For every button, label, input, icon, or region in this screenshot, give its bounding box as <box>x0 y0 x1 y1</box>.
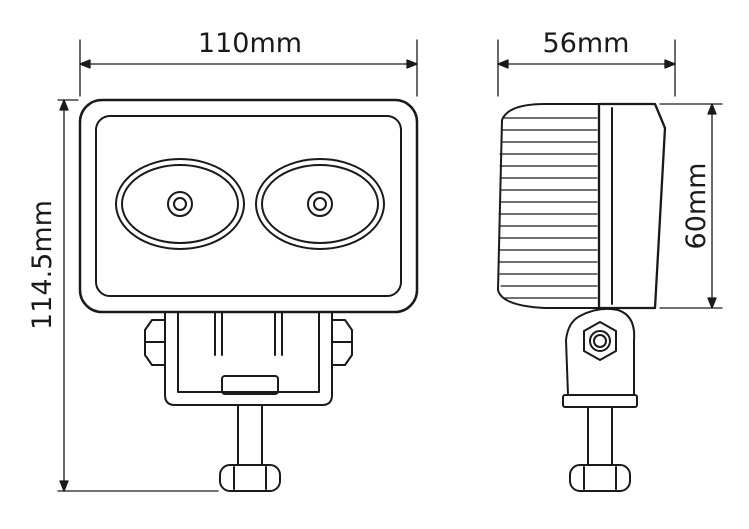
front-view <box>78 98 419 492</box>
side-view <box>497 102 667 492</box>
side-bezel <box>597 102 667 310</box>
front-width-dimension <box>79 39 418 97</box>
total-height-label: 114.5mm <box>27 200 58 330</box>
bracket-clamp <box>221 375 279 395</box>
housing-height-dimension <box>659 103 723 309</box>
led-optic-right <box>255 158 385 250</box>
swivel-nut <box>583 321 617 361</box>
bracket-nut-left <box>144 319 166 366</box>
bracket-nut-right <box>331 319 353 366</box>
led-optic-left <box>115 158 245 250</box>
side-depth-label: 56mm <box>543 28 630 59</box>
heatsink-fins <box>498 117 598 299</box>
side-heatsink <box>497 103 600 309</box>
side-bracket <box>562 307 638 408</box>
total-height-dimension <box>57 99 219 492</box>
side-mount-bolt <box>569 406 631 492</box>
front-width-label: 110mm <box>198 28 302 59</box>
front-mount-bolt <box>219 404 281 492</box>
front-lens-frame <box>95 115 402 297</box>
housing-height-label: 60mm <box>681 163 712 250</box>
front-housing-outer <box>78 98 419 314</box>
side-depth-dimension <box>497 39 676 97</box>
front-bracket <box>144 311 353 406</box>
